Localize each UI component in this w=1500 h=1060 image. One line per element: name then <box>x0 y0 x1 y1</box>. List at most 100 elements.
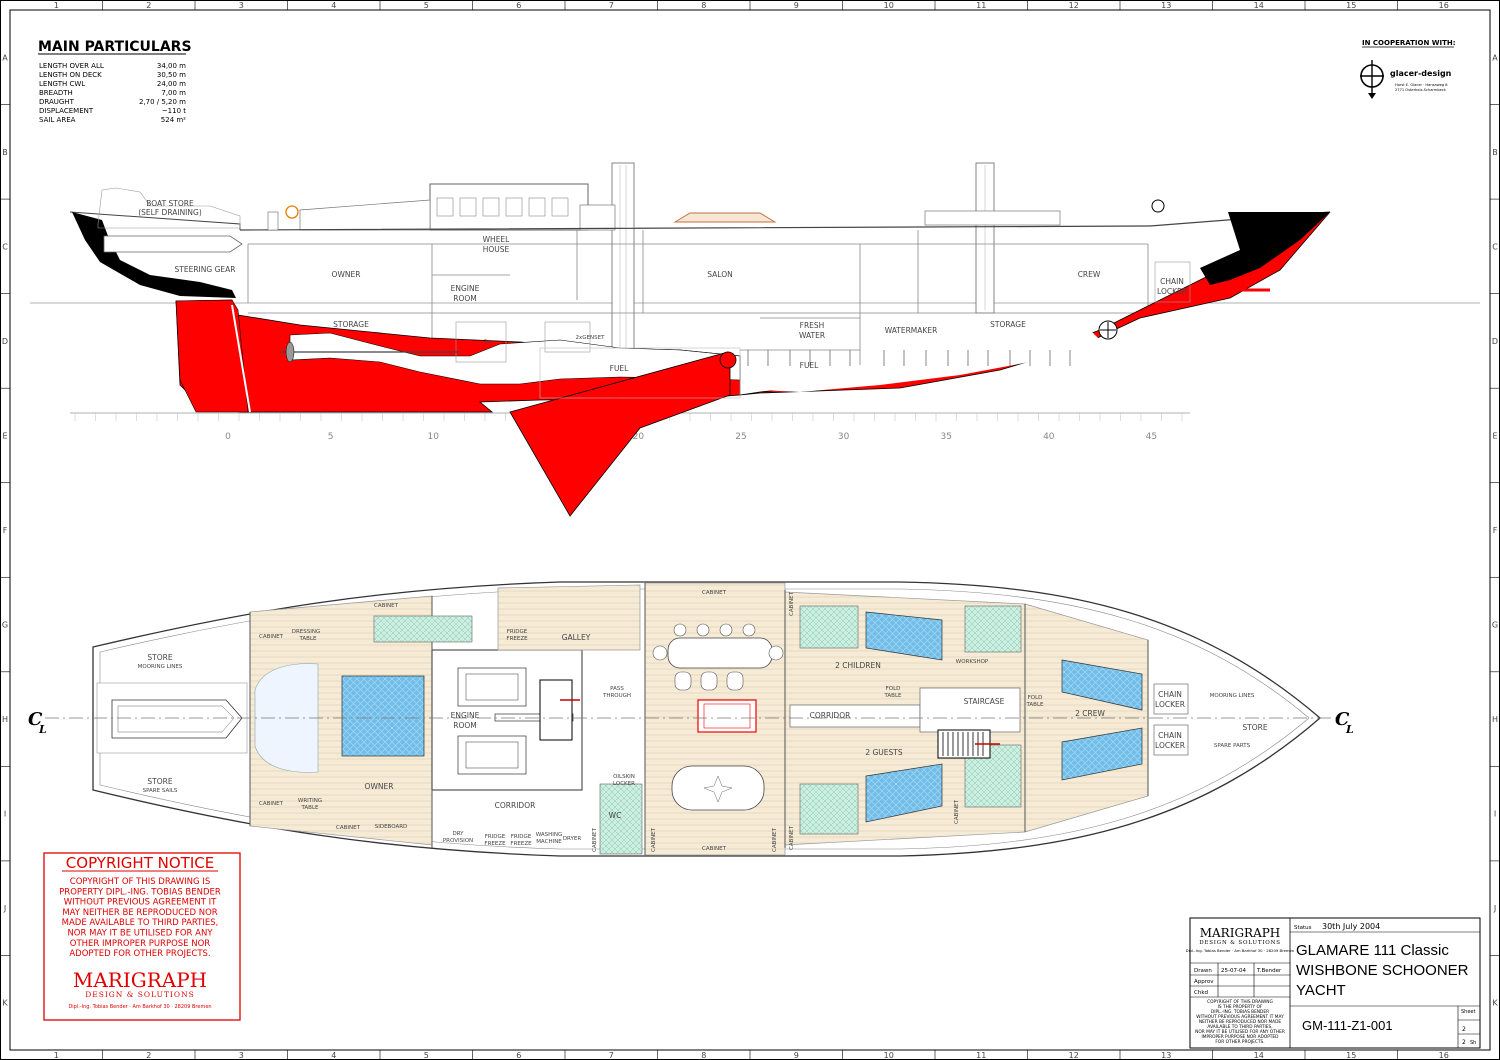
tender-boat-icon <box>97 187 243 253</box>
stern-topside <box>72 212 236 298</box>
profile-view: 051015202530354045 <box>30 162 1480 517</box>
grid-col-10: 10 <box>884 1051 894 1060</box>
copyright-line: MAY NEITHER BE REPRODUCED NOR <box>62 908 217 918</box>
label-fold-a2: TABLE <box>883 693 902 699</box>
skylight <box>673 212 777 223</box>
grid-col-6: 6 <box>516 1 521 10</box>
label-cabinet-3: CABINET <box>259 801 284 807</box>
particular-label: DISPLACEMENT <box>39 107 94 115</box>
drawing-title-3: YACHT <box>1296 982 1346 999</box>
grid-col-2: 2 <box>146 1 151 10</box>
label-workshop: WORKSHOP <box>956 659 989 665</box>
label-dry-1: DRY <box>452 831 464 837</box>
engine-icon <box>457 667 574 775</box>
particular-label: SAIL AREA <box>39 116 76 124</box>
grid-col-16: 16 <box>1439 1051 1449 1060</box>
grid-row-H: H <box>2 715 8 724</box>
label-salon: SALON <box>707 270 732 279</box>
hull-underbody <box>175 211 1331 413</box>
particular-label: BREADTH <box>39 89 73 97</box>
copyright-address: Dipl.-Ing. Tobias Bender · Am Barkhof 30… <box>68 1004 211 1010</box>
chkd-label: Chkd <box>1194 990 1208 996</box>
grid-row-K: K <box>1492 999 1498 1008</box>
label-fuel-1: FUEL <box>610 364 630 373</box>
label-cabinet-11: CABINET <box>789 825 795 850</box>
grid-col-15: 15 <box>1346 1 1356 10</box>
label-staircase: STAIRCASE <box>964 697 1005 706</box>
label-cabinet-9: CABINET <box>772 827 778 852</box>
grid-row-E: E <box>2 431 7 440</box>
title-block-notice-line: WITHOUT PREVIOUS AGREEMENT IT MAY <box>1196 1014 1284 1020</box>
title-block-notice-line: AVAILABLE TO THIRD PARTIES, <box>1207 1024 1272 1030</box>
label-spare-parts: SPARE PARTS <box>1214 743 1251 749</box>
label-store-fwd: STORE <box>1242 723 1267 732</box>
label-fridge-c2: FREEZE <box>506 636 528 642</box>
grid-row-B: B <box>2 148 8 157</box>
svg-text:L: L <box>1345 723 1354 736</box>
main-particulars-title: MAIN PARTICULARS <box>38 39 192 55</box>
label-storage-aft: STORAGE <box>333 320 369 329</box>
label-dry-2: PROVISION <box>443 838 473 844</box>
grid-col-16: 16 <box>1439 1 1449 10</box>
copyright-title: COPYRIGHT NOTICE <box>66 854 214 872</box>
label-oilskin-1: OILSKIN <box>613 774 635 780</box>
grid-col-12: 12 <box>1069 1 1079 10</box>
windlass-icon <box>1098 320 1118 340</box>
grid-col-9: 9 <box>794 1051 799 1060</box>
label-fridge-b1: FRIDGE <box>511 834 532 840</box>
grid-col-8: 8 <box>701 1 706 10</box>
particular-label: DRAUGHT <box>39 98 75 106</box>
title-block-brand: MARIGRAPH <box>1200 926 1281 940</box>
approv-label: Approv <box>1194 979 1214 985</box>
profile-compartments <box>247 230 1149 395</box>
scale-tick: 40 <box>1043 432 1055 442</box>
sheet-number: 2 <box>1462 1026 1466 1033</box>
status-value: 30th July 2004 <box>1322 922 1380 931</box>
particular-value: 24,00 m <box>157 80 186 88</box>
grid-row-J: J <box>3 904 6 913</box>
grid-col-3: 3 <box>239 1 244 10</box>
label-corridor-fwd: CORRIDOR <box>810 711 851 720</box>
mainmast <box>975 162 995 314</box>
cooperation-heading: IN COOPERATION WITH: <box>1362 39 1456 47</box>
label-dressing-2: TABLE <box>298 636 317 642</box>
grid-row-K: K <box>2 999 8 1008</box>
grid-col-11: 11 <box>976 1 986 10</box>
title-block-notice-line: DIPL.-ING. TOBIAS BENDER <box>1211 1009 1269 1015</box>
grid-row-J: J <box>1493 904 1496 913</box>
label-chain-a1: CHAIN <box>1158 690 1182 699</box>
carpet-icon <box>697 699 757 733</box>
sheet-label: Sheet <box>1461 1009 1475 1015</box>
plan-view: STORE MOORING LINES STORE SPARE SAILS CA… <box>28 581 1354 857</box>
copyright-brand: MARIGRAPH <box>73 968 207 992</box>
drawing-title-1: GLAMARE 111 Classic <box>1296 942 1449 959</box>
particular-label: LENGTH OVER ALL <box>39 62 104 70</box>
grid-row-I: I <box>4 810 6 819</box>
grid-row-A: A <box>2 53 8 62</box>
label-cabinet-6: CABINET <box>702 846 727 852</box>
grid-row-A: A <box>1492 53 1498 62</box>
label-wheel-house-2: HOUSE <box>483 245 510 254</box>
grid-col-11: 11 <box>976 1051 986 1060</box>
copyright-notice: COPYRIGHT NOTICE COPYRIGHT OF THIS DRAWI… <box>43 852 241 1021</box>
label-cabinet-12: CABINET <box>954 799 960 824</box>
title-block-notice-line: FOR OTHER PROJECTS. <box>1215 1039 1264 1045</box>
label-mooring-fwd: MOORING LINES <box>1210 693 1255 699</box>
salon-dining-table <box>667 637 773 669</box>
scale-tick: 45 <box>1146 432 1157 442</box>
grid-row-G: G <box>1492 621 1498 630</box>
label-owner-plan: OWNER <box>365 782 394 791</box>
label-pass-1: PASS <box>610 686 624 692</box>
label-chain-b1: CHAIN <box>1158 731 1182 740</box>
label-fridge-a1: FRIDGE <box>485 834 506 840</box>
grid-row-G: G <box>2 621 8 630</box>
label-boat-store: BOAT STORE <box>146 199 194 208</box>
glacer-address-2: 2771 Osterholz-Scharmbeck <box>1395 88 1447 92</box>
particular-value: 30,50 m <box>157 71 186 79</box>
glacer-logo-icon <box>1360 60 1384 99</box>
